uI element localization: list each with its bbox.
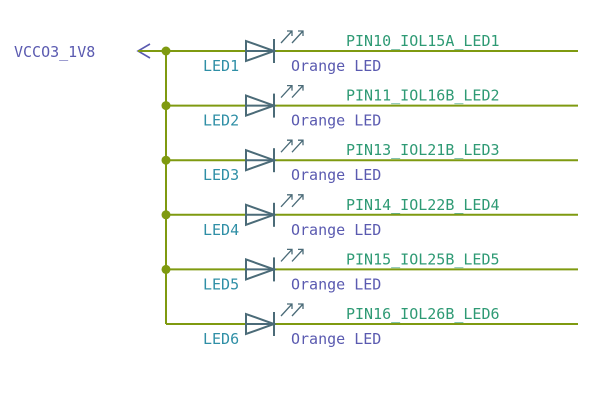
arrow-1 bbox=[280, 84, 293, 99]
arrow-2 bbox=[291, 248, 304, 262]
net-label: PIN10_IOL15A_LED1 bbox=[346, 32, 500, 50]
arrow-1 bbox=[280, 303, 293, 317]
led-diode-icon bbox=[245, 148, 277, 173]
reference-designator: LED2 bbox=[203, 112, 239, 130]
power-port: VCCO3_1V8 bbox=[14, 43, 166, 61]
arrow-1 bbox=[280, 30, 293, 44]
junction-dot bbox=[161, 46, 171, 56]
junction-dot bbox=[161, 101, 171, 111]
reference-designator: LED1 bbox=[203, 57, 239, 75]
arrow-2 bbox=[291, 303, 304, 317]
reference-designator: LED5 bbox=[203, 275, 239, 293]
led-diode-icon bbox=[245, 39, 277, 63]
reference-designator: LED4 bbox=[203, 221, 239, 239]
arrow-2 bbox=[291, 84, 304, 99]
led-diode-icon bbox=[245, 257, 277, 282]
net-label: PIN14_IOL22B_LED4 bbox=[346, 196, 500, 214]
arrow-1 bbox=[280, 248, 293, 262]
emission-arrows-icon bbox=[280, 303, 304, 317]
emission-arrows-icon bbox=[280, 194, 304, 208]
emission-arrows-icon bbox=[280, 248, 304, 262]
component-value: Orange LED bbox=[291, 57, 381, 75]
net-label: PIN16_IOL26B_LED6 bbox=[346, 305, 500, 323]
component-value: Orange LED bbox=[291, 221, 381, 239]
component-value: Orange LED bbox=[291, 112, 381, 130]
emission-arrows-icon bbox=[280, 139, 304, 153]
component-value: Orange LED bbox=[291, 166, 381, 184]
net-label: PIN11_IOL16B_LED2 bbox=[346, 87, 500, 105]
emission-arrows-icon bbox=[280, 30, 304, 44]
junction-dot bbox=[161, 264, 171, 274]
junction-dot bbox=[161, 155, 171, 165]
arrow-1 bbox=[280, 139, 293, 153]
net-label: PIN15_IOL25B_LED5 bbox=[346, 250, 500, 268]
reference-designator: LED6 bbox=[203, 330, 239, 348]
arrow-2 bbox=[291, 139, 304, 153]
led-diode-icon bbox=[245, 93, 277, 118]
reference-designator: LED3 bbox=[203, 166, 239, 184]
arrow-1 bbox=[280, 194, 293, 208]
power-net-label: VCCO3_1V8 bbox=[14, 43, 95, 61]
led-diode-icon bbox=[245, 202, 277, 227]
arrow-2 bbox=[291, 30, 304, 44]
net-label: PIN13_IOL21B_LED3 bbox=[346, 141, 500, 159]
led-diode-icon bbox=[245, 312, 277, 336]
component-value: Orange LED bbox=[291, 330, 381, 348]
component-value: Orange LED bbox=[291, 275, 381, 293]
junction-dot bbox=[161, 210, 171, 220]
emission-arrows-icon bbox=[280, 84, 304, 99]
arrow-2 bbox=[291, 194, 304, 208]
